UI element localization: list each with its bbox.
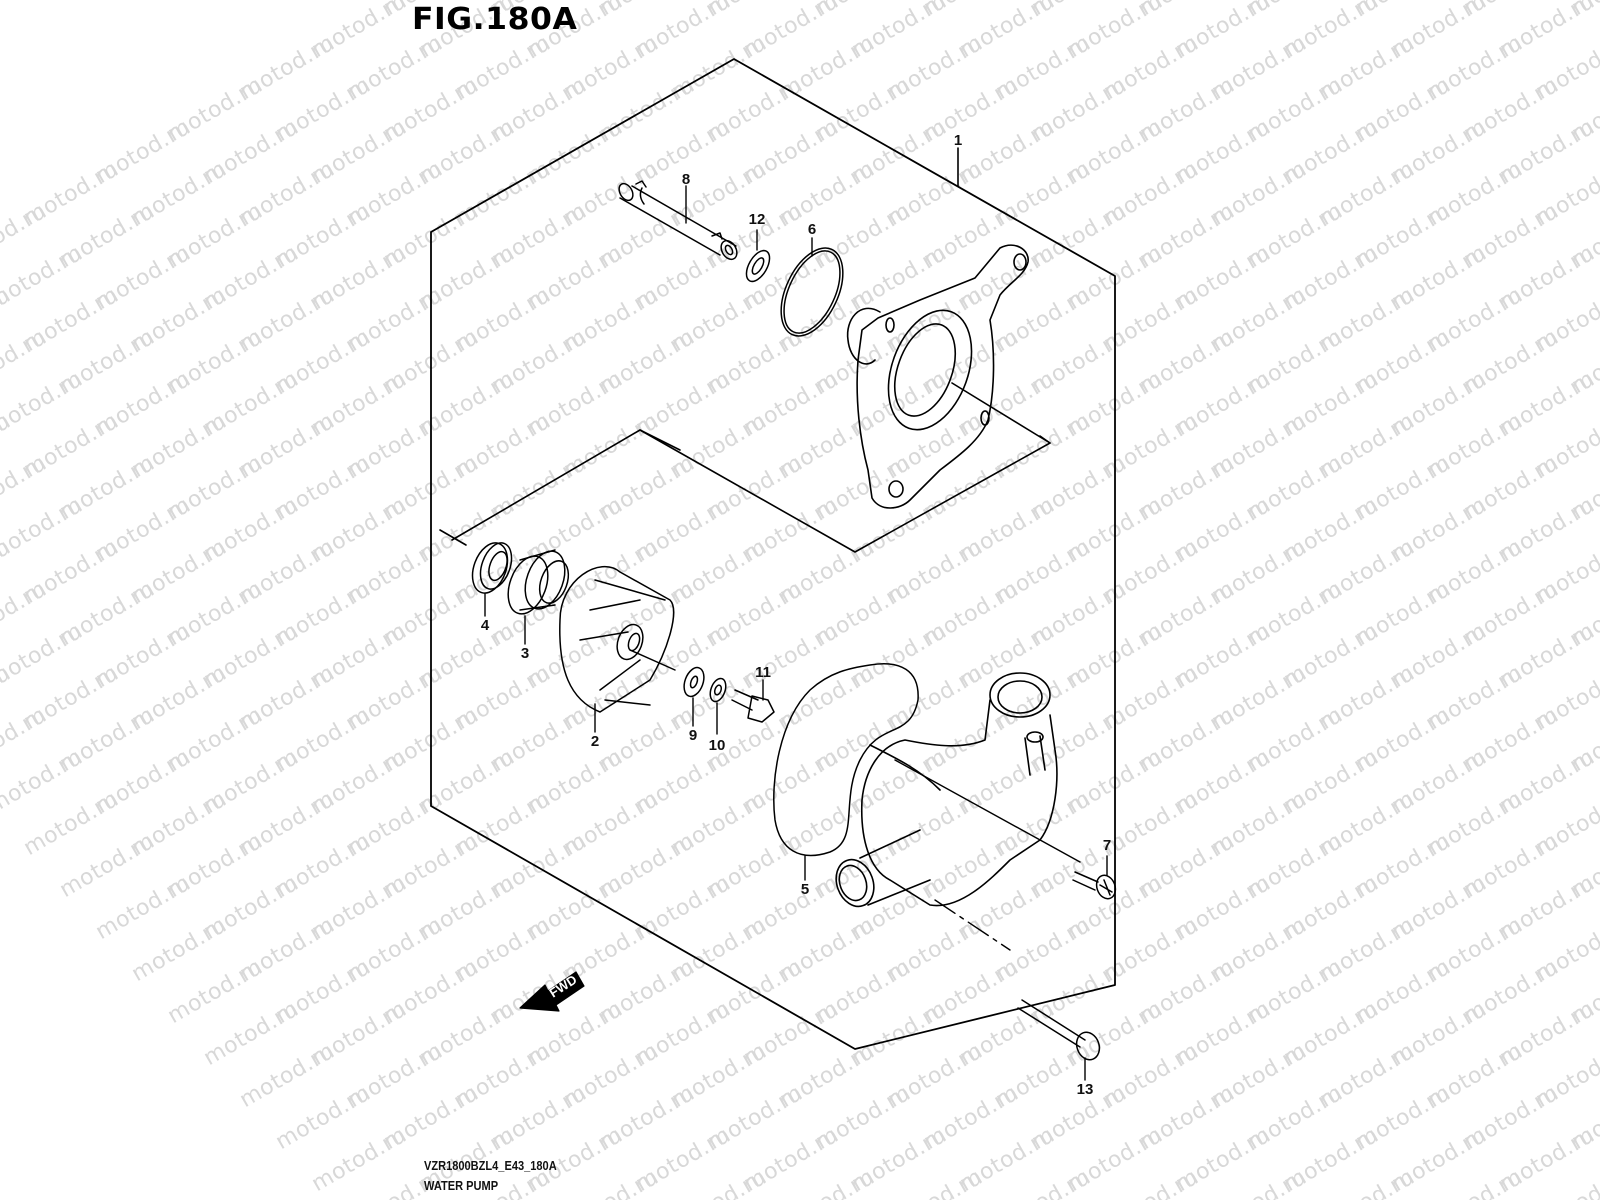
oil-seal-part-4 (471, 542, 513, 617)
callout-7: 7 (1102, 837, 1112, 854)
callout-9: 9 (688, 727, 698, 744)
callout-3: 3 (520, 645, 530, 662)
forward-direction-arrow: FWD (519, 971, 585, 1012)
assembly-boundary-outline (430, 58, 1116, 1050)
callout-10: 10 (708, 737, 726, 754)
screw-part-7 (1072, 855, 1117, 900)
gasket-part-5 (773, 663, 919, 881)
pump-cover (846, 244, 1051, 509)
figure-title: FIG.180A (412, 2, 578, 37)
bolt-part-11 (731, 679, 775, 723)
washer-part-9 (683, 666, 705, 727)
bolt-part-13 (1017, 999, 1101, 1081)
o-ring-part-6 (780, 237, 844, 337)
washer-part-10 (709, 677, 727, 735)
pump-housing (835, 672, 1081, 951)
callout-4: 4 (480, 617, 490, 634)
callout-12: 12 (748, 211, 766, 228)
callout-8: 8 (681, 171, 691, 188)
callout-5: 5 (800, 881, 810, 898)
callout-2: 2 (590, 733, 600, 750)
callout-1: 1 (953, 132, 963, 149)
cover-group-bracket (451, 429, 1051, 553)
impeller-part-2 (559, 565, 676, 733)
washer-part-12 (745, 229, 771, 283)
assembly-name-label: WATER PUMP (424, 1178, 499, 1193)
model-code-label: VZR1800BZL4_E43_180A (424, 1158, 557, 1173)
shaft-part-8 (618, 180, 738, 261)
callout-6: 6 (807, 221, 817, 238)
mechanical-seal-part-3 (507, 549, 570, 645)
callout-11: 11 (755, 664, 771, 681)
callout-13: 13 (1076, 1081, 1094, 1098)
